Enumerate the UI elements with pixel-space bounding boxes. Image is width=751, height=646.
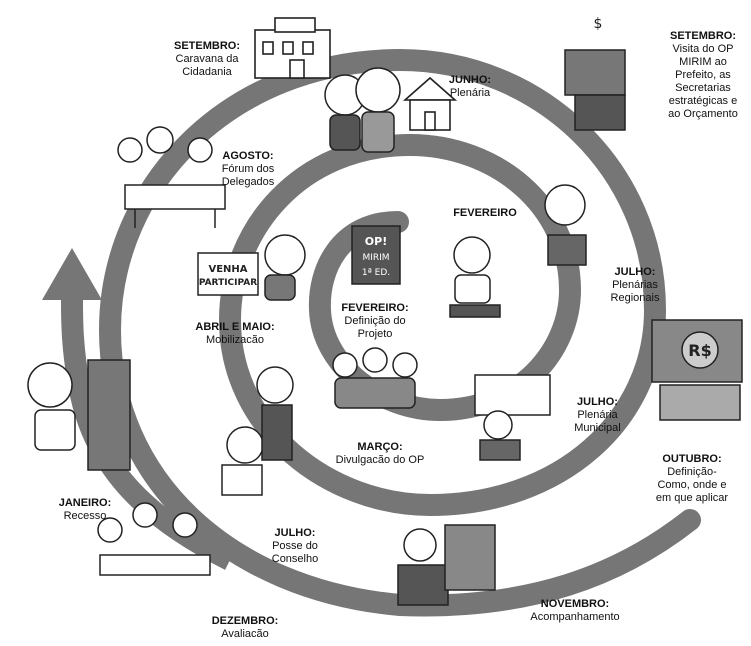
evaluation-table-icon [97, 502, 211, 576]
crowd-with-sign-icon [474, 374, 551, 461]
op-mirim-book [351, 225, 401, 285]
man-at-computer-icon [397, 524, 496, 606]
label-dezembro: DEZEMBRO:Avaliacão [211, 615, 279, 640]
money-banner-icon [651, 319, 743, 421]
label-abril-maio: ABRIL E MAIO:Mobilizacão [195, 321, 275, 346]
boy-at-podium-icon [544, 184, 587, 266]
house-icon [402, 76, 458, 131]
kid-presenting-icon [449, 236, 501, 318]
book-line2: MIRIM [362, 253, 389, 263]
label-novembro: NOVEMBRO:Acompanhamento [530, 598, 620, 623]
girl-with-sign-icon [264, 234, 306, 301]
sign-venha-line2: PARTICIPAR [199, 278, 257, 288]
computer-monitor-icon [564, 49, 626, 131]
kids-plenaria-icon [324, 67, 401, 153]
label-marco: MARÇO:Divulgacão do OP [335, 441, 425, 466]
arrow-head-icon [42, 248, 102, 300]
label-janeiro: JANEIRO:Recesso [58, 497, 112, 522]
dollar-symbol: $ [594, 16, 603, 32]
book-line3: 1ª ED. [362, 268, 390, 278]
delegates-table-icon [117, 126, 226, 228]
boy-vacation-icon [27, 359, 131, 471]
sign-venha-line1: VENHA [208, 264, 247, 275]
label-junho: JUNHO:Plenária [448, 74, 492, 99]
building-icon [254, 17, 331, 79]
three-kids-icon [332, 347, 418, 409]
venha-sign [197, 252, 259, 296]
money-symbol: R$ [688, 341, 711, 360]
book-line1: OP! [365, 235, 387, 248]
couple-icon [221, 366, 294, 496]
label-fevereiro-centro: FEVEREIRO [453, 207, 517, 219]
